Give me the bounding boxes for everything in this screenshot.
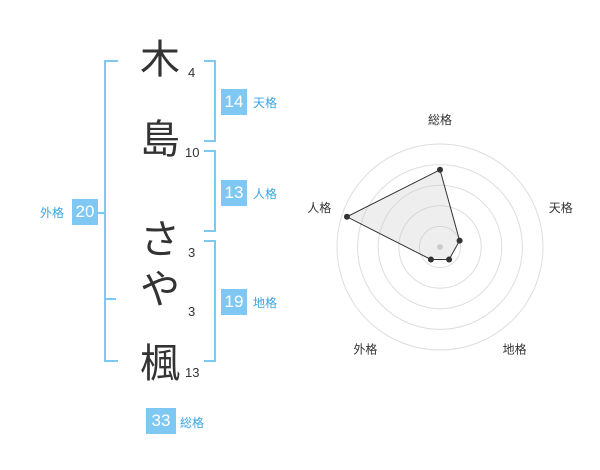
radar-axis-label-1: 総格: [428, 112, 452, 127]
jinkaku-score-box: 13: [221, 180, 247, 206]
stroke-count-1: 4: [188, 65, 196, 80]
radar-point-2: [456, 237, 463, 244]
stroke-count-2: 10: [185, 145, 200, 160]
gaikaku-connector: [96, 212, 104, 214]
radar-ring-2: [357, 164, 523, 330]
radar-ring-1: [336, 143, 544, 351]
gaikaku-bracket-tick: [104, 298, 116, 300]
radar-polygon: [345, 169, 461, 260]
radar-ring-5: [418, 225, 462, 269]
tenkaku-score-box: 14: [221, 89, 247, 115]
radar-axis-label-3: 地格: [503, 342, 527, 357]
gaikaku-label: 外格: [40, 206, 65, 220]
radar-points: [343, 166, 463, 263]
soukaku-label: 総格: [180, 416, 205, 430]
name-char-4: や: [140, 267, 180, 313]
radar-point-1: [437, 166, 443, 173]
chikaku-bracket: [204, 240, 216, 362]
tenkaku-label: 天格: [253, 96, 278, 110]
radar-point-5: [343, 213, 350, 220]
radar-axis-label-2: 天格: [549, 200, 573, 215]
name-char-3: さ: [140, 217, 180, 263]
tenkaku-bracket: [204, 60, 216, 142]
name-char-5: 楓: [140, 341, 180, 387]
radar-axis-label-5: 人格: [307, 200, 331, 215]
radar-point-4: [427, 256, 434, 263]
stroke-count-5: 13: [185, 365, 200, 380]
name-char-2: 島: [140, 117, 180, 163]
soukaku-score-box: 33: [146, 408, 176, 434]
radar-ring-4: [398, 205, 482, 289]
jinkaku-bracket: [204, 150, 216, 232]
stroke-count-4: 3: [188, 304, 196, 319]
gaikaku-score-box: 20: [72, 199, 98, 225]
stroke-count-3: 3: [188, 245, 196, 260]
radar-point-3: [446, 256, 453, 263]
gaikaku-bracket: [104, 60, 118, 362]
radar-axis-label-4: 外格: [353, 342, 377, 357]
name-char-1: 木: [140, 37, 180, 83]
radar-rings: [336, 143, 544, 351]
radar-center-dot: [437, 244, 443, 250]
radar-ring-3: [377, 184, 503, 310]
chikaku-label: 地格: [253, 296, 278, 310]
jinkaku-label: 人格: [253, 187, 278, 201]
chikaku-score-box: 19: [221, 289, 247, 315]
